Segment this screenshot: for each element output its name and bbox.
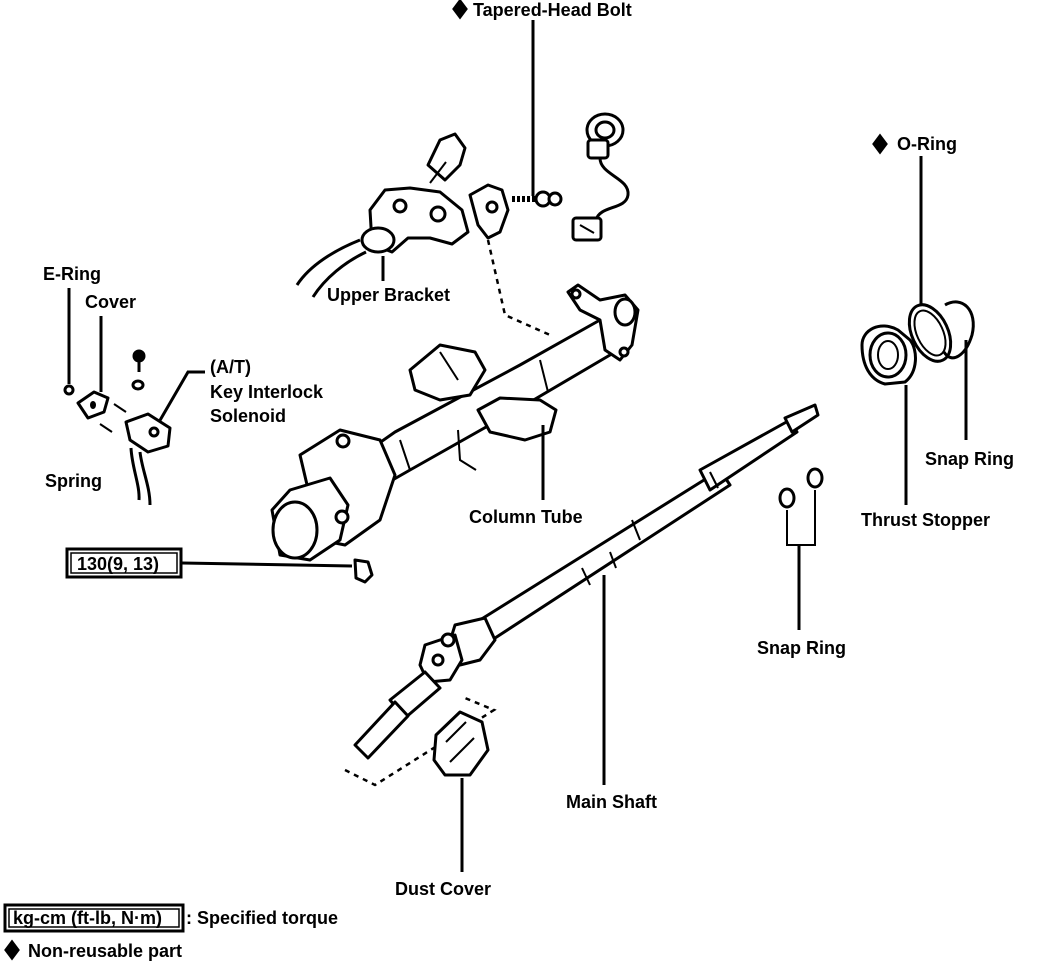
solenoid-part (99, 349, 172, 506)
legend: kg-cm (ft-lb, N·m) : Specified torque No… (3, 903, 338, 961)
dust-cover-part (432, 710, 490, 777)
label-upper-bracket: Upper Bracket (327, 285, 450, 305)
legend-torque-desc: : Specified torque (186, 908, 338, 928)
nonreusable-diamond-icon (872, 133, 888, 155)
snap-ring-lower-part (778, 467, 824, 546)
label-snap-ring-lower: Snap Ring (757, 638, 846, 658)
label-at: (A/T) (210, 357, 251, 377)
torque-callout: 130(9, 13) (65, 547, 374, 584)
legend-nonreusable: Non-reusable part (28, 941, 182, 961)
label-main-shaft: Main Shaft (566, 792, 657, 812)
sensor-connector-part (571, 112, 630, 242)
tapered-head-bolt-part (512, 190, 563, 208)
nonreusable-diamond-icon (452, 0, 468, 20)
snap-ring-upper-part (942, 300, 975, 360)
label-tapered-head-bolt: Tapered-Head Bolt (473, 0, 632, 20)
label-o-ring: O-Ring (897, 134, 957, 154)
label-snap-ring-upper: Snap Ring (925, 449, 1014, 469)
e-ring-part (63, 384, 75, 396)
upper-bracket-part (295, 132, 510, 298)
o-ring-part (907, 303, 953, 363)
nonreusable-diamond-icon (4, 939, 20, 961)
label-torque-value: 130(9, 13) (77, 554, 159, 574)
main-shaft-part (353, 403, 820, 760)
label-thrust-stopper: Thrust Stopper (861, 510, 990, 530)
label-spring: Spring (45, 471, 102, 491)
bracket-alignment-dashed-line (486, 239, 551, 337)
label-cover: Cover (85, 292, 136, 312)
thrust-stopper-part (860, 324, 917, 386)
column-tube-part (270, 283, 640, 562)
tapered-head-bolt-callout: Tapered-Head Bolt (452, 0, 632, 196)
legend-torque-unit: kg-cm (ft-lb, N·m) (13, 908, 162, 928)
label-dust-cover: Dust Cover (395, 879, 491, 899)
label-key-interlock: Key Interlock (210, 382, 324, 402)
label-e-ring: E-Ring (43, 264, 101, 284)
label-column-tube: Column Tube (469, 507, 583, 527)
label-solenoid: Solenoid (210, 406, 286, 426)
